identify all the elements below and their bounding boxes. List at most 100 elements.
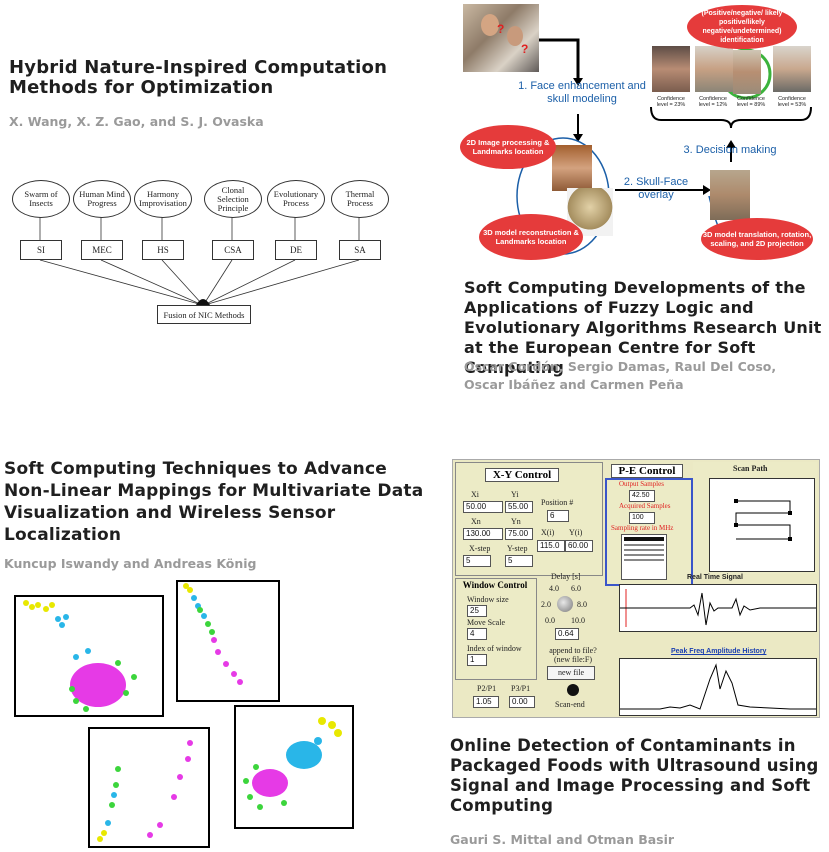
- fusion-box: Fusion of NIC Methods: [157, 305, 251, 324]
- knob-tick-6: 6.0: [571, 584, 581, 593]
- output-samples-field[interactable]: 42.50: [629, 490, 655, 502]
- scan-path-plot: [709, 478, 815, 572]
- knob-tick-0: 0.0: [545, 616, 555, 625]
- knob-tick-4: 4.0: [549, 584, 559, 593]
- realtime-signal-trace: [620, 589, 816, 627]
- delay-label: Delay [s]: [551, 572, 581, 581]
- confidence-2: Confidence level = 12%: [698, 96, 728, 108]
- index-window-label: Index of window: [467, 644, 522, 653]
- ystep-field[interactable]: 5: [505, 555, 533, 567]
- sampling-rate-label: Sampling rate in MHz: [611, 524, 674, 532]
- face-photo-1: [652, 46, 690, 92]
- peak-title: Peak Freq Amplitude History: [671, 648, 767, 655]
- position-label: Position #: [541, 498, 574, 507]
- confidence-3: Confidence level = 89%: [736, 96, 766, 108]
- p2p1-field: 1.05: [473, 696, 499, 708]
- xi-label: Xi: [471, 490, 479, 499]
- move-scale-field[interactable]: 4: [467, 628, 487, 640]
- article-authors-hybrid-nic: X. Wang, X. Z. Gao, and S. J. Ovaska: [9, 114, 264, 129]
- delay-field[interactable]: 0.64: [555, 628, 579, 640]
- ystep-label: Y-step: [507, 544, 528, 553]
- scan-path-lines: [734, 499, 792, 541]
- overlay-photo: [710, 170, 750, 220]
- p2p1-label: P2/P1: [477, 684, 497, 693]
- article-title-fuzzy-logic[interactable]: Soft Computing Developments of the Appli…: [464, 278, 822, 377]
- x0-label: X(i): [541, 528, 555, 537]
- pe-control-title: P-E Control: [611, 464, 683, 478]
- xi-field[interactable]: 50.00: [463, 501, 503, 513]
- peak-freq-trace: [620, 663, 816, 710]
- face-photo-4: [773, 46, 811, 92]
- position-field: 6: [547, 510, 569, 522]
- article-title-hybrid-nic[interactable]: Hybrid Nature-Inspired Computation Metho…: [9, 57, 388, 98]
- scatter-plot-1: [14, 595, 164, 717]
- index-window-field[interactable]: 1: [467, 654, 487, 666]
- sampling-rate-list[interactable]: [621, 534, 667, 580]
- scatter-plot-3-points: [97, 740, 193, 842]
- xy-control-title: X-Y Control: [485, 468, 559, 482]
- scatter-plot-2-points: [183, 583, 243, 685]
- yn-label: Yn: [511, 517, 521, 526]
- knob-tick-8: 8.0: [577, 600, 587, 609]
- p3p1-label: P3/P1: [511, 684, 531, 693]
- xstep-field[interactable]: 5: [463, 555, 491, 567]
- append-label: append to file? (new file:F): [549, 646, 597, 664]
- method-si: SI: [20, 240, 62, 260]
- nic-fusion-diagram: Swarm of Insects Human Mind Progress Har…: [0, 0, 420, 340]
- acquired-samples-label: Acquired Samples: [619, 502, 671, 510]
- image-processing-bubble: 2D Image processing & Landmarks location: [460, 125, 556, 169]
- source-harmony: Harmony Improvisation: [134, 180, 192, 218]
- xstep-label: X-step: [469, 544, 491, 553]
- confidence-1: Confidence level = 23%: [656, 96, 686, 108]
- knob-tick-2: 2.0: [541, 600, 551, 609]
- scatter-plot-1-points: [23, 600, 137, 712]
- scan-end-label: Scan-end: [555, 700, 585, 709]
- method-de: DE: [275, 240, 317, 260]
- step3-label: 3. Decision making: [683, 144, 777, 156]
- step1-label: 1. Face enhancement and skull modeling: [518, 80, 646, 105]
- window-size-label: Window size: [467, 595, 509, 604]
- source-human-mind: Human Mind Progress: [73, 180, 131, 218]
- skull-face-diagram: ? ? 1. Face enhancement and skull modeli…: [455, 0, 829, 262]
- confidence-4: Confidence level = 53%: [777, 96, 807, 108]
- yi-field[interactable]: 55.00: [505, 501, 533, 513]
- source-thermal: Thermal Process: [331, 180, 389, 218]
- window-size-field[interactable]: 25: [467, 605, 487, 617]
- source-swarm: Swarm of Insects: [12, 180, 70, 218]
- peak-freq-plot: [619, 658, 817, 716]
- model-reconstruction-bubble: 3D model reconstruction & Landmarks loca…: [479, 214, 583, 260]
- nic-diagram-connectors: [39, 217, 360, 305]
- fusion-arrowheads: [196, 299, 210, 305]
- article-authors-nonlinear-mappings: Kuncup Iswandy and Andreas König: [4, 556, 257, 571]
- knob-tick-10: 10.0: [571, 616, 585, 625]
- woman-photo: [552, 145, 592, 191]
- article-title-nonlinear-mappings[interactable]: Soft Computing Techniques to Advance Non…: [4, 459, 424, 545]
- lab-photo: ? ?: [463, 4, 539, 72]
- face-photo-3: [733, 50, 761, 94]
- xn-label: Xn: [471, 517, 481, 526]
- scatter-plot-2: [176, 580, 280, 702]
- source-evolutionary: Evolutionary Process: [267, 180, 325, 218]
- step2-label: 2. Skull-Face overlay: [623, 176, 689, 201]
- article-title-contaminants[interactable]: Online Detection of Contaminants in Pack…: [450, 736, 819, 815]
- scatter-plot-3: [88, 727, 210, 848]
- identification-bubble: (Positive/negative/ likely positive/like…: [687, 5, 797, 49]
- realtime-title: Real Time Signal: [687, 574, 743, 581]
- scatter-plot-4: [234, 705, 354, 829]
- method-hs: HS: [142, 240, 184, 260]
- new-file-button[interactable]: new file: [547, 666, 595, 680]
- output-samples-label: Output Samples: [619, 480, 664, 488]
- yn-field[interactable]: 75.00: [505, 528, 533, 540]
- scatter-plot-4-points: [243, 717, 342, 810]
- face-photo-2: [695, 46, 733, 92]
- p3p1-field: 0.00: [509, 696, 535, 708]
- yi-label: Yi: [511, 490, 519, 499]
- acquired-samples-field[interactable]: 100: [629, 512, 655, 524]
- scan-end-led[interactable]: [567, 684, 579, 696]
- method-csa: CSA: [212, 240, 254, 260]
- projection-bubble: 3D model translation, rotation, scaling,…: [701, 218, 813, 260]
- delay-knob[interactable]: [557, 596, 573, 612]
- method-sa: SA: [339, 240, 381, 260]
- xn-field[interactable]: 130.00: [463, 528, 503, 540]
- realtime-signal-plot: [619, 584, 817, 632]
